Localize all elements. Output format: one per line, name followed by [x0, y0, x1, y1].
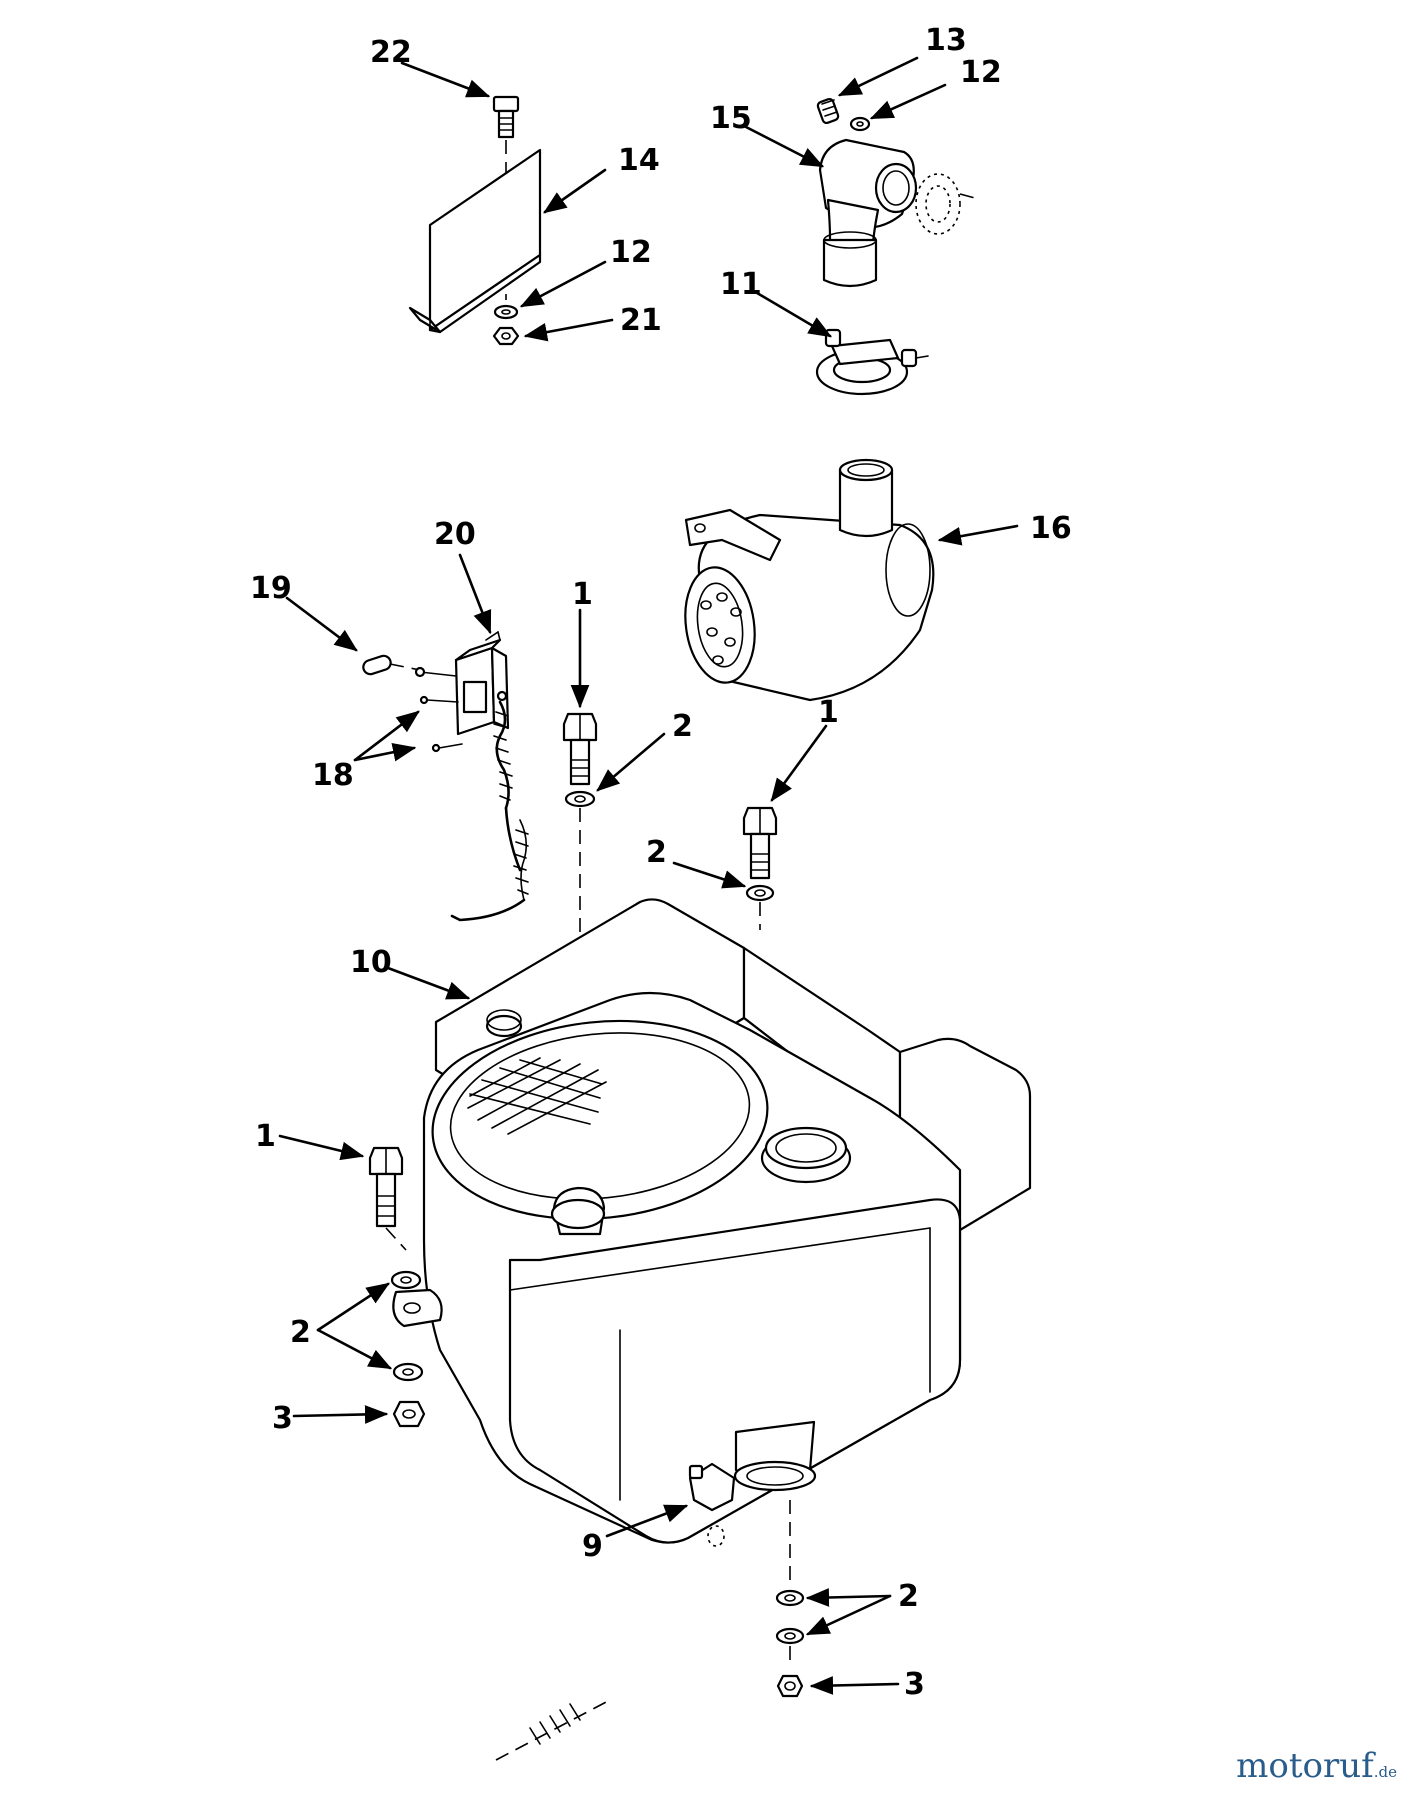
part-11-clamp — [815, 328, 929, 396]
part-12-washer-top — [493, 304, 519, 320]
part-3-nut-bottom — [776, 1674, 804, 1698]
watermark-tld: .de — [1373, 1763, 1397, 1781]
callout-1-left: 1 — [255, 1119, 276, 1154]
callout-3-bottom: 3 — [904, 1667, 925, 1702]
part-16-muffler — [684, 458, 935, 702]
brand-watermark: motoruf.de — [1236, 1746, 1397, 1786]
part-1-bolt-center — [562, 712, 598, 950]
callout-labels: 22 14 12 21 13 12 15 11 16 20 19 18 1 2 … — [250, 23, 1072, 1702]
callout-14: 14 — [618, 143, 660, 178]
callout-19: 19 — [250, 571, 292, 606]
part-2-washers-bottom — [775, 1500, 805, 1660]
wire-coil — [450, 700, 529, 922]
callout-20: 20 — [434, 517, 476, 552]
callout-13: 13 — [925, 23, 967, 58]
callout-10: 10 — [350, 945, 392, 980]
callout-12-top: 12 — [610, 235, 652, 270]
callout-1-center: 1 — [572, 577, 593, 612]
part-18-screws — [414, 666, 463, 753]
part-20-switch-bracket — [454, 631, 510, 736]
part-9-drain-plug — [688, 1462, 736, 1547]
callout-2-center: 2 — [672, 709, 693, 744]
callout-2-bottom: 2 — [898, 1579, 919, 1614]
part-14-shield — [408, 148, 542, 334]
part-10-engine — [392, 898, 1032, 1544]
part-13-bolt — [816, 97, 840, 125]
watermark-brand: motoruf — [1236, 1746, 1374, 1786]
part-1-bolt-right — [742, 806, 778, 930]
callout-16: 16 — [1030, 511, 1072, 546]
callout-2-left: 2 — [290, 1315, 311, 1350]
callout-9: 9 — [582, 1529, 603, 1564]
callout-1-right: 1 — [818, 695, 839, 730]
part-21-nut — [492, 326, 520, 346]
part-15-elbow — [818, 138, 976, 288]
leader-arrows — [278, 56, 1019, 1695]
part-19-pin — [362, 654, 421, 676]
part-2-washers-left — [390, 1270, 424, 1382]
callout-21: 21 — [620, 303, 662, 338]
part-3-nut-left — [392, 1400, 426, 1428]
part-1-bolt-left — [368, 1146, 407, 1251]
callout-18: 18 — [312, 758, 354, 793]
callout-12-right: 12 — [960, 55, 1002, 90]
part-12-washer-right — [849, 116, 871, 132]
callout-11: 11 — [720, 267, 762, 302]
callout-15: 15 — [710, 101, 752, 136]
callout-3-left: 3 — [272, 1401, 293, 1436]
bottom-spring — [495, 1699, 611, 1761]
callout-22: 22 — [370, 35, 412, 70]
callout-2-right: 2 — [646, 835, 667, 870]
